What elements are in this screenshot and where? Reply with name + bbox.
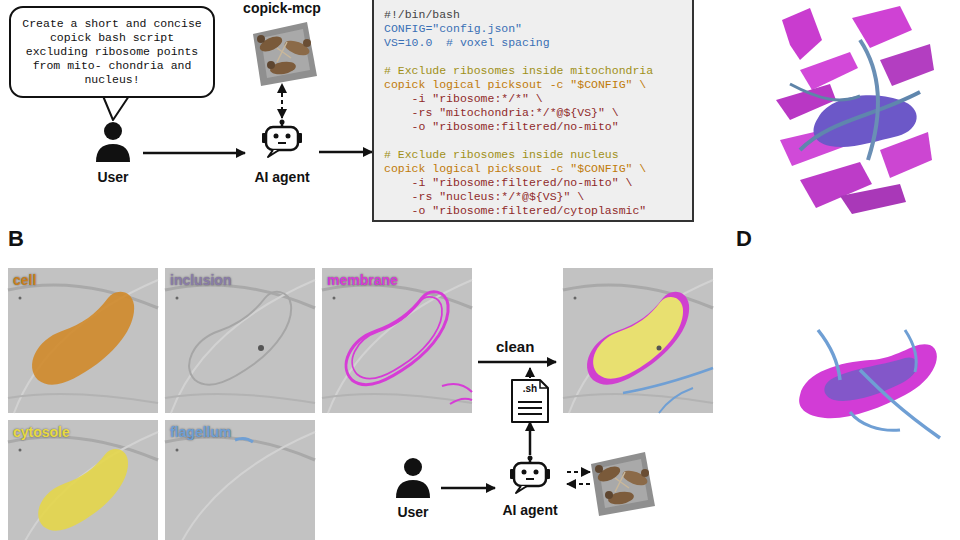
code-line: CONFIG="config.json" bbox=[384, 22, 682, 36]
tomogram-panel: membrane bbox=[322, 268, 472, 413]
code-line: # Exclude ribosomes inside mitochondria bbox=[384, 64, 682, 78]
user-icon: User bbox=[83, 120, 143, 186]
code-line: -i "ribosome:*/*" \ bbox=[384, 92, 682, 106]
node-label: cell bbox=[13, 272, 36, 288]
code-line: # Exclude ribosomes inside nucleus bbox=[384, 148, 682, 162]
tomogram-panel: flagellum bbox=[165, 420, 315, 540]
code-line: copick logical picksout -c "$CONFIG" \ bbox=[384, 78, 682, 92]
code-box: #!/bin/bashCONFIG="config.json"VS=10.0 #… bbox=[372, 0, 694, 222]
script-file: .sh bbox=[512, 380, 548, 422]
code-line: -rs "nucleus:*/*@${VS}" \ bbox=[384, 190, 682, 204]
speech-bubble: Create a short and concise copick bash s… bbox=[9, 6, 215, 98]
connector bbox=[441, 487, 495, 490]
tomogram-panel: inclusion bbox=[165, 268, 315, 413]
connector bbox=[143, 152, 245, 155]
connector bbox=[281, 84, 283, 118]
render-3d bbox=[776, 6, 934, 214]
code-line: -rs "mitochondria:*/*@${VS}" \ bbox=[384, 106, 682, 120]
agent-icon: AI agent bbox=[495, 455, 565, 519]
step-label: clean bbox=[496, 338, 534, 355]
panel-letter: D bbox=[736, 226, 752, 252]
node-label: AI agent bbox=[254, 169, 309, 186]
user-icon: User bbox=[385, 455, 441, 521]
node-label: .sh bbox=[523, 383, 537, 395]
render-3d bbox=[799, 330, 940, 438]
connector bbox=[529, 422, 532, 455]
node-label: copick-mcp bbox=[243, 0, 321, 17]
code-line: #!/bin/bash bbox=[384, 8, 682, 22]
code-line: copick logical picksout -c "$CONFIG" \ bbox=[384, 162, 682, 176]
code-line: VS=10.0 # voxel spacing bbox=[384, 36, 682, 50]
node-label: User bbox=[397, 504, 428, 521]
node-label: cytosole bbox=[13, 424, 70, 440]
node-label: membrane bbox=[327, 272, 398, 288]
server-icon: copick-mcp bbox=[232, 0, 332, 84]
connector bbox=[319, 151, 372, 154]
tomogram-panel: cytosole bbox=[8, 420, 158, 540]
panel-letter: B bbox=[8, 226, 24, 252]
agent-icon: AI agent bbox=[245, 118, 319, 186]
code-line: -i "ribosome:filtered/no-mito" \ bbox=[384, 176, 682, 190]
node-label: AI agent bbox=[502, 502, 557, 519]
node-label: Create a short and concise copick bash s… bbox=[17, 17, 207, 87]
node-label: User bbox=[97, 169, 128, 186]
node-label: flagellum bbox=[170, 424, 231, 440]
tomogram-panel: cell bbox=[8, 268, 158, 413]
code-line: -o "ribosome:filtered/cytoplasmic" bbox=[384, 204, 682, 218]
node-label: inclusion bbox=[170, 272, 231, 288]
code-line: -o "ribosome:filtered/no-mito" bbox=[384, 120, 682, 134]
